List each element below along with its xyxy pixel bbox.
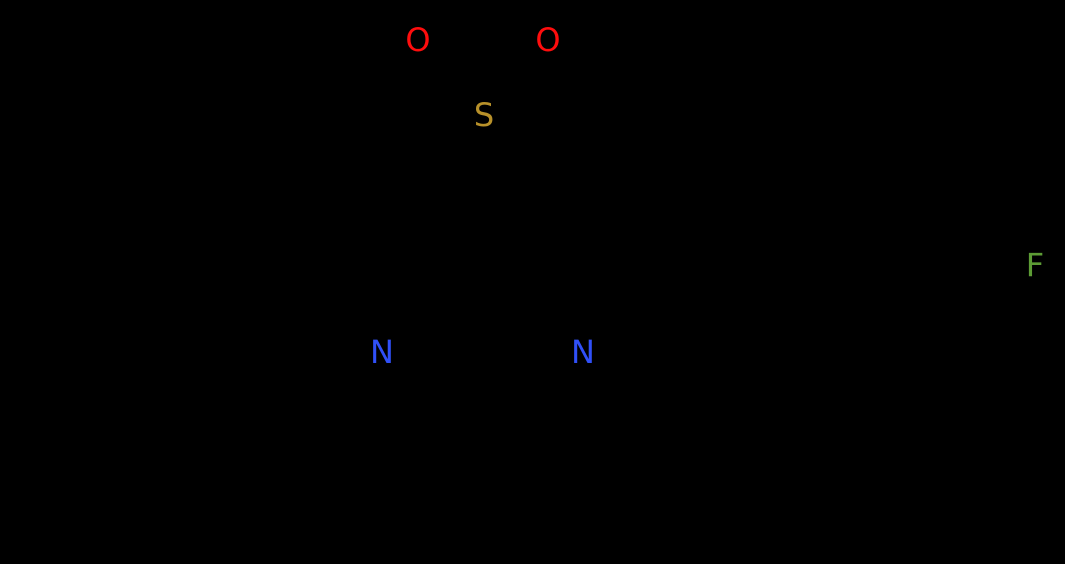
atom-fluorine: F [1025, 246, 1045, 284]
atom-oxygen-1: O [405, 21, 431, 59]
atom-nitrogen-1: N [370, 333, 394, 371]
atom-nitrogen-2: N [571, 333, 595, 371]
atom-oxygen-2: O [535, 21, 561, 59]
atom-sulfur: S [473, 96, 495, 134]
